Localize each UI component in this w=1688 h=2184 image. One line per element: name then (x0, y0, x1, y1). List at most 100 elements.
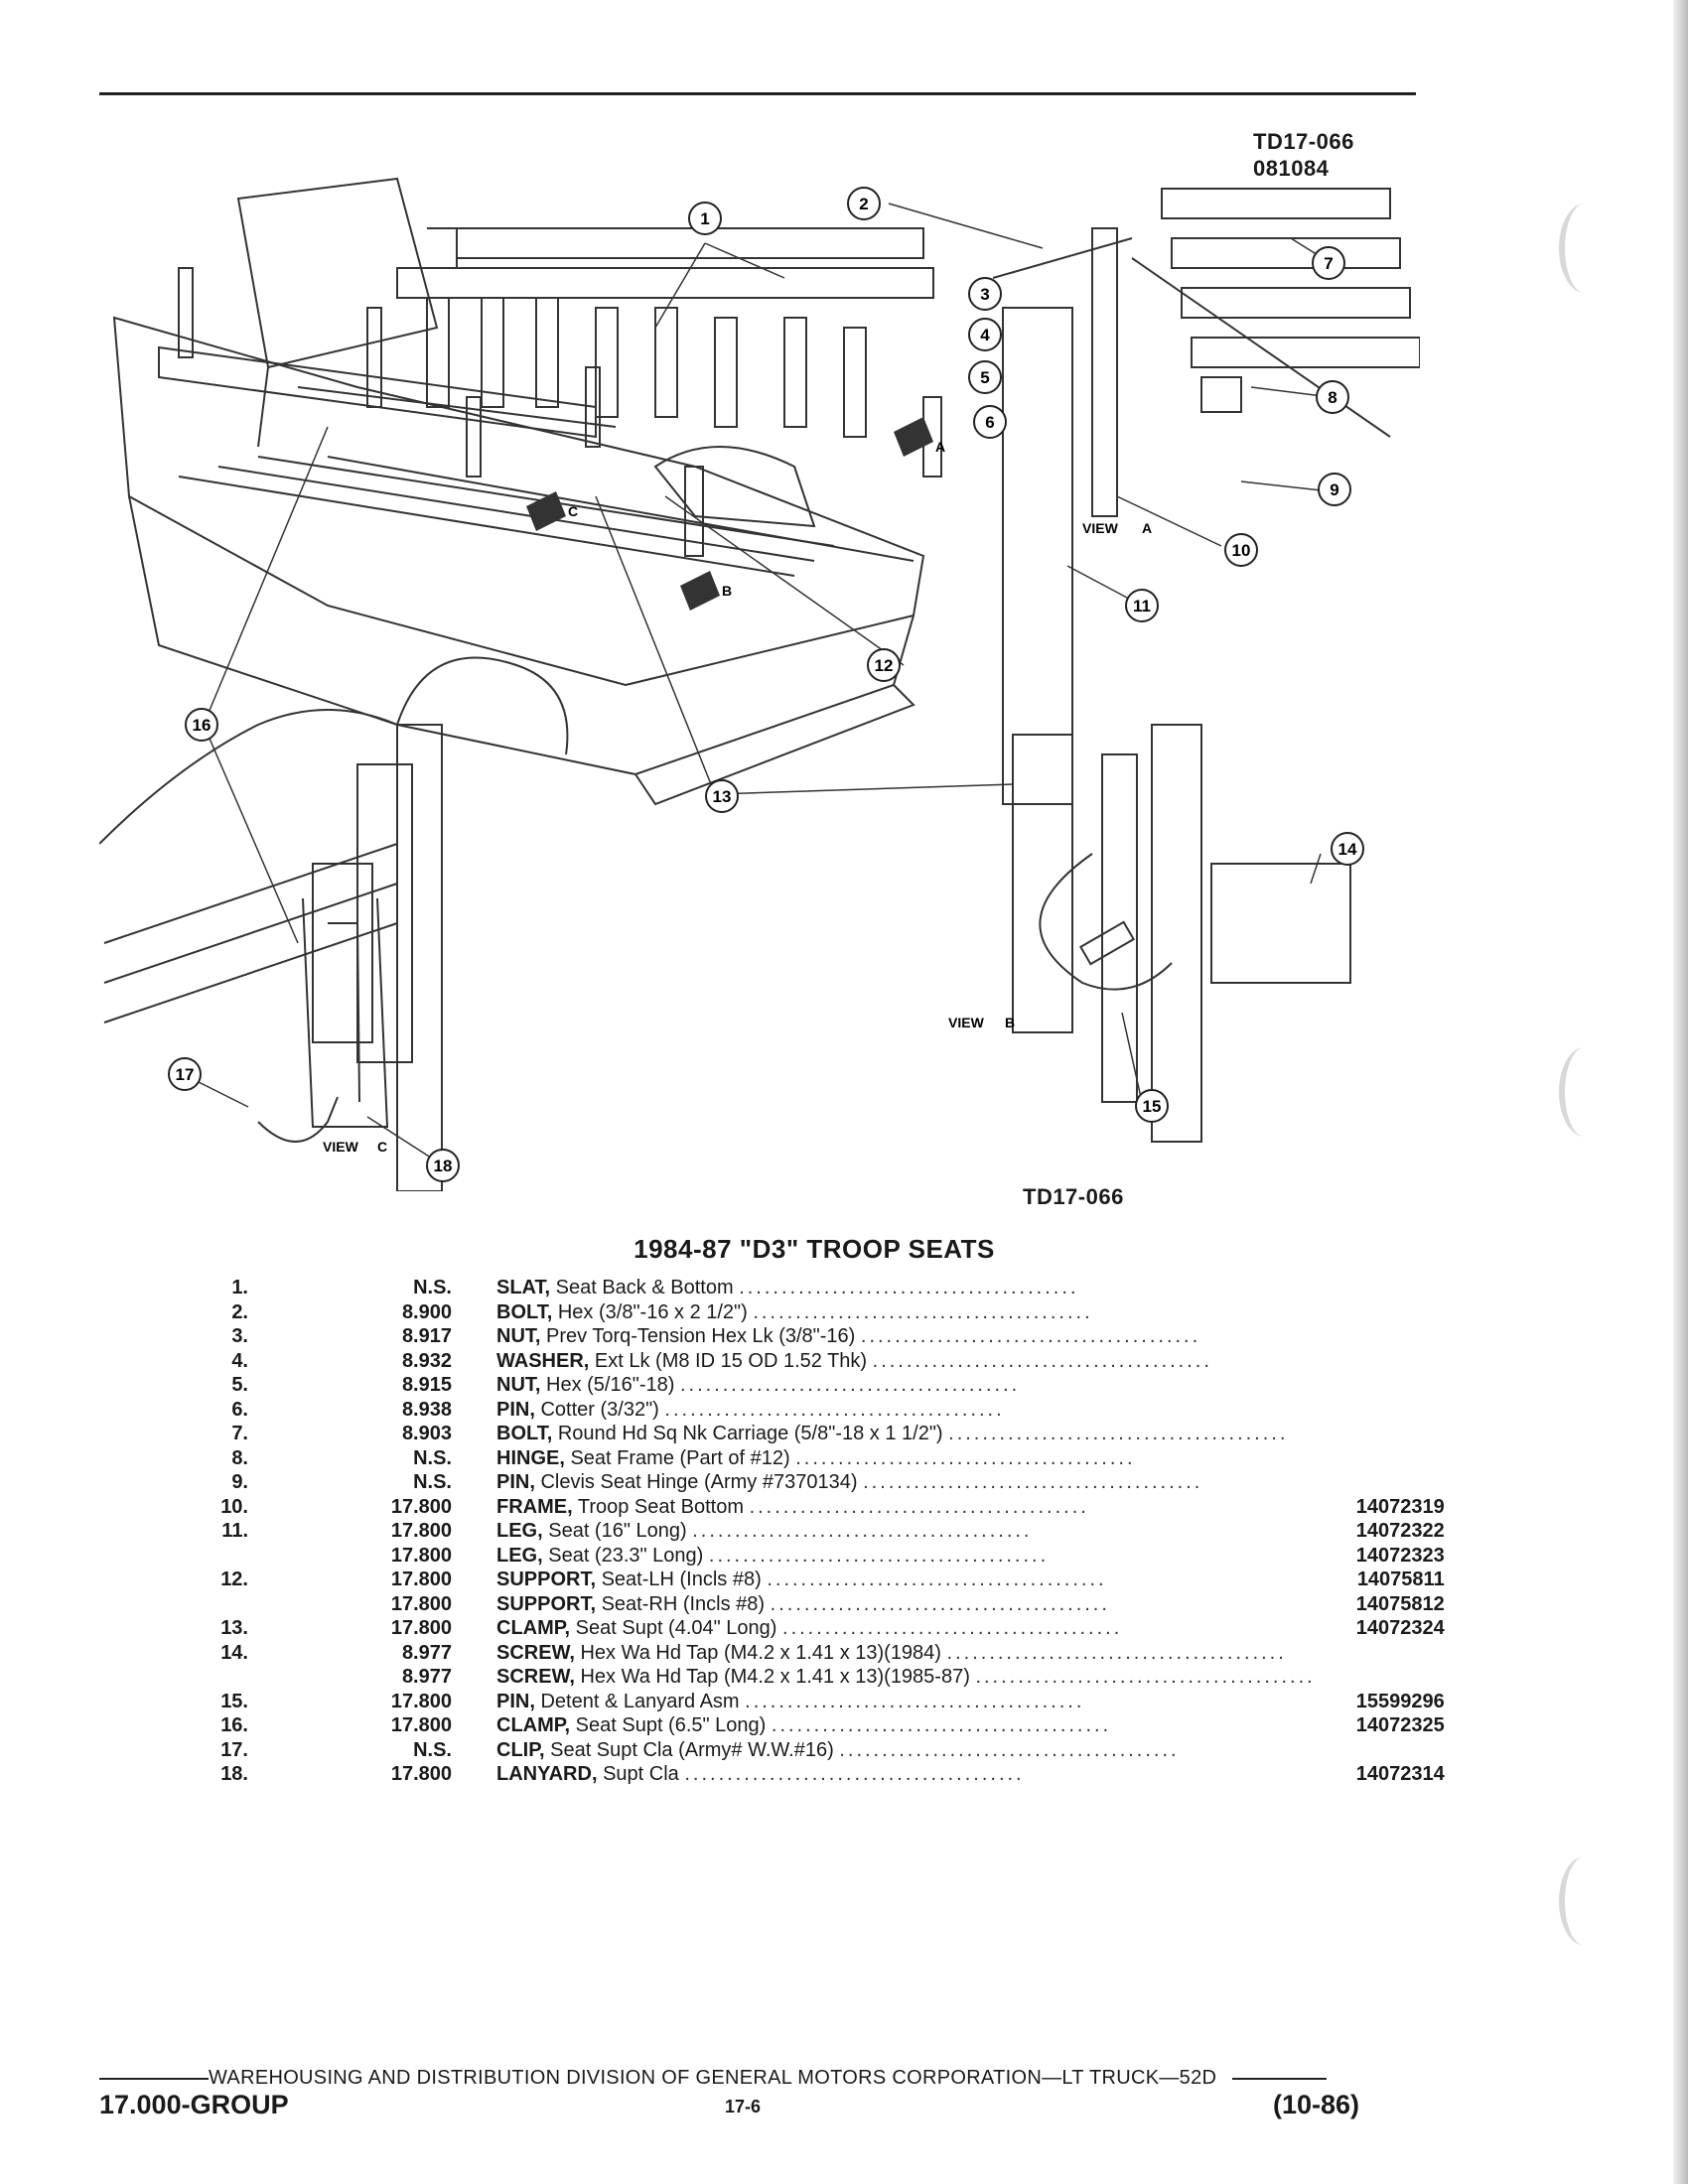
item-description: PIN, Cotter (3/32") ....................… (452, 1398, 1316, 1423)
parts-row-14: 17.800 SUPPORT, Seat-RH (Incls #8) .....… (189, 1592, 1445, 1617)
svg-text:9: 9 (1330, 480, 1338, 499)
parts-row-1: 1. N.S. SLAT, Seat Back & Bottom .......… (189, 1276, 1445, 1300)
item-number: 4. (231, 1349, 248, 1372)
parts-row-6: 6. 8.938 PIN, Cotter (3/32") ...........… (189, 1398, 1445, 1423)
item-number: 14. (220, 1641, 248, 1664)
part-number: 15599296 (1355, 1690, 1445, 1712)
leader-dots: ........................................ (739, 1277, 1079, 1298)
item-detail: Troop Seat Bottom (577, 1495, 744, 1518)
group-number: 8.977 (401, 1666, 452, 1688)
callout-10: 10 (1224, 533, 1258, 567)
item-name: FRAME, (496, 1495, 573, 1518)
group-number: N.S. (413, 1446, 452, 1469)
footer-page-number: 17-6 (725, 2097, 762, 2116)
leader-lines (188, 203, 1332, 1162)
item-name: NUT, (496, 1374, 541, 1396)
item-detail: Seat Supt Cla (Army# W.W.#16) (550, 1738, 834, 1761)
item-description: PIN, Clevis Seat Hinge (Army #7370134) .… (452, 1470, 1316, 1495)
part-number (1316, 1422, 1445, 1446)
item-description: CLIP, Seat Supt Cla (Army# W.W.#16) ....… (452, 1738, 1316, 1763)
parts-row-16: 14. 8.977 SCREW, Hex Wa Hd Tap (M4.2 x 1… (189, 1641, 1445, 1666)
item-number (189, 1665, 248, 1690)
svg-text:18: 18 (434, 1157, 453, 1175)
group-number: 17.800 (390, 1544, 452, 1567)
parts-row-20: 17. N.S. CLIP, Seat Supt Cla (Army# W.W.… (189, 1738, 1445, 1763)
item-description: CLAMP, Seat Supt (6.5" Long) ...........… (452, 1713, 1316, 1738)
item-name: WASHER, (496, 1349, 590, 1372)
view-c-label: VIEW (323, 1139, 359, 1155)
leader-dots: ........................................ (782, 1617, 1123, 1639)
leader-dots: ........................................ (745, 1690, 1085, 1712)
leader-dots: ........................................ (770, 1592, 1110, 1615)
callout-4: 4 (968, 318, 1002, 351)
group-number: 17.800 (390, 1763, 452, 1785)
item-detail: Seat Supt (4.04" Long) (575, 1617, 777, 1639)
svg-text:6: 6 (985, 413, 994, 432)
item-number: 18. (220, 1763, 248, 1785)
page-title: 1984-87 "D3" TROOP SEATS (0, 1234, 1688, 1265)
leader-dots: ........................................ (860, 1325, 1201, 1347)
item-number: 3. (231, 1325, 248, 1347)
parts-row-21: 18. 17.800 LANYARD, Supt Cla ...........… (189, 1762, 1445, 1787)
leader-dots: ........................................ (872, 1349, 1212, 1372)
group-number: 17.800 (390, 1714, 452, 1736)
callout-12: 12 (867, 648, 901, 682)
item-description: HINGE, Seat Frame (Part of #12) ........… (452, 1446, 1316, 1471)
leader-dots: ........................................ (975, 1666, 1316, 1688)
part-number (1316, 1349, 1445, 1374)
view-a-label: VIEW (1082, 520, 1119, 536)
item-detail: Clevis Seat Hinge (Army #7370134) (540, 1471, 858, 1493)
parts-row-9: 9. N.S. PIN, Clevis Seat Hinge (Army #73… (189, 1470, 1445, 1495)
item-detail: Prev Torq-Tension Hex Lk (3/8"-16) (546, 1325, 856, 1347)
item-description: PIN, Detent & Lanyard Asm ..............… (452, 1690, 1316, 1714)
callout-13: 13 (705, 779, 739, 813)
parts-list: 1. N.S. SLAT, Seat Back & Bottom .......… (189, 1276, 1445, 1787)
callout-3: 3 (968, 277, 1002, 311)
item-name: PIN, (496, 1398, 535, 1421)
item-name: SCREW, (496, 1666, 575, 1688)
arrow-label-a: A (935, 439, 945, 455)
leader-dots: ........................................ (839, 1738, 1180, 1761)
svg-text:10: 10 (1232, 541, 1251, 560)
item-number: 9. (231, 1471, 248, 1493)
svg-text:4: 4 (980, 326, 990, 344)
item-detail: Hex Wa Hd Tap (M4.2 x 1.41 x 13)(1985-87… (580, 1666, 970, 1688)
svg-text:11: 11 (1133, 597, 1151, 615)
truck-bed-drawing (99, 177, 1420, 1191)
group-number: N.S. (413, 1277, 452, 1298)
parts-row-2: 2. 8.900 BOLT, Hex (3/8"-16 x 2 1/2") ..… (189, 1300, 1445, 1325)
svg-text:13: 13 (713, 787, 732, 806)
view-b-label: VIEW (948, 1015, 985, 1030)
callout-8: 8 (1316, 380, 1349, 414)
item-description: SUPPORT, Seat-RH (Incls #8) ............… (452, 1592, 1316, 1617)
footer-dash-left (99, 2077, 209, 2080)
binder-hole-middle (1559, 1047, 1611, 1137)
svg-text:3: 3 (980, 285, 989, 304)
item-number: 12. (220, 1569, 248, 1590)
view-arrows (526, 417, 933, 611)
svg-text:2: 2 (859, 195, 868, 213)
parts-row-4: 4. 8.932 WASHER, Ext Lk (M8 ID 15 OD 1.5… (189, 1349, 1445, 1374)
item-number: 11. (221, 1520, 248, 1542)
item-number: 16. (220, 1714, 248, 1736)
parts-row-12: 17.800 LEG, Seat (23.3" Long) ..........… (189, 1544, 1445, 1569)
group-number: 17.800 (390, 1690, 452, 1712)
part-number: 14072325 (1355, 1714, 1445, 1736)
parts-row-19: 16. 17.800 CLAMP, Seat Supt (6.5" Long) … (189, 1713, 1445, 1738)
parts-row-10: 10. 17.800 FRAME, Troop Seat Bottom ....… (189, 1495, 1445, 1520)
parts-row-3: 3. 8.917 NUT, Prev Torq-Tension Hex Lk (… (189, 1324, 1445, 1349)
group-number: 17.800 (390, 1592, 452, 1615)
item-name: BOLT, (496, 1300, 553, 1323)
item-number: 10. (220, 1495, 248, 1518)
item-name: LEG, (496, 1520, 543, 1542)
item-number: 2. (231, 1300, 248, 1323)
arrow-label-b: B (722, 583, 732, 599)
callout-14: 14 (1331, 832, 1364, 866)
group-number: 8.900 (401, 1300, 452, 1323)
view-b-letter: B (1005, 1015, 1015, 1030)
group-number: 8.938 (401, 1398, 452, 1421)
svg-text:12: 12 (875, 656, 894, 675)
footer-group: 17.000-GROUP (99, 2090, 289, 2119)
item-number: 17. (220, 1738, 248, 1761)
item-detail: Ext Lk (M8 ID 15 OD 1.52 Thk) (594, 1349, 868, 1372)
